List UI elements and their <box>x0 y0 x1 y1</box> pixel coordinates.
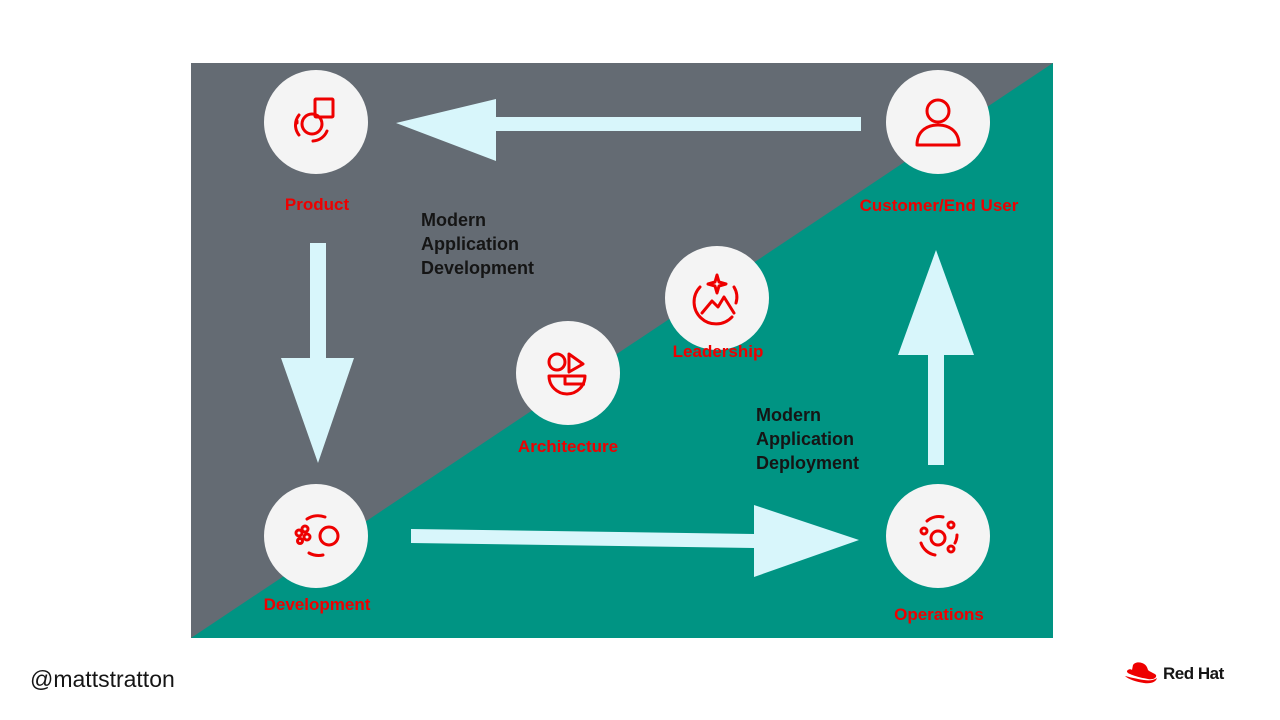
customer-node[interactable] <box>886 70 990 174</box>
diagram: Product Customer/End User Lead <box>191 63 1053 638</box>
development-node[interactable] <box>264 484 368 588</box>
modern-application-deployment-label: Modern Application Deployment <box>756 403 859 475</box>
product-node[interactable] <box>264 70 368 174</box>
user-icon <box>915 98 961 147</box>
red-hat-fedora-icon <box>1125 662 1157 684</box>
section-line: Development <box>421 258 535 278</box>
development-label: Development <box>263 595 371 614</box>
product-label: Product <box>284 195 350 214</box>
architecture-label: Architecture <box>517 437 619 456</box>
section-line: Deployment <box>756 453 860 473</box>
arrow-development-to-operations <box>411 505 859 577</box>
operations-label: Operations <box>894 605 984 624</box>
product-shapes-icon <box>294 97 335 143</box>
leadership-label: Leadership <box>672 342 764 361</box>
brand-name: Red Hat <box>1163 664 1224 683</box>
arrow-operations-to-customer <box>898 250 974 465</box>
arrow-customer-to-product <box>396 99 861 161</box>
red-hat-logo: Red Hat <box>1124 661 1224 687</box>
mountain-star-icon <box>692 273 739 326</box>
section-line: Application <box>421 234 519 254</box>
arrow-product-to-development <box>281 243 354 463</box>
architecture-blocks-icon <box>547 352 587 396</box>
section-line: Application <box>756 429 854 449</box>
operations-node[interactable] <box>886 484 990 588</box>
section-line: Modern <box>421 210 486 230</box>
leadership-node[interactable] <box>665 246 769 350</box>
teal-region <box>191 63 1053 638</box>
customer-label: Customer/End User <box>859 196 1019 215</box>
modern-application-development-label: Modern Application Development <box>421 208 534 280</box>
architecture-node[interactable] <box>516 321 620 425</box>
development-cycle-icon <box>294 514 340 557</box>
operations-gear-icon <box>919 515 959 557</box>
section-line: Modern <box>756 405 821 425</box>
twitter-handle: @mattstratton <box>30 666 175 692</box>
